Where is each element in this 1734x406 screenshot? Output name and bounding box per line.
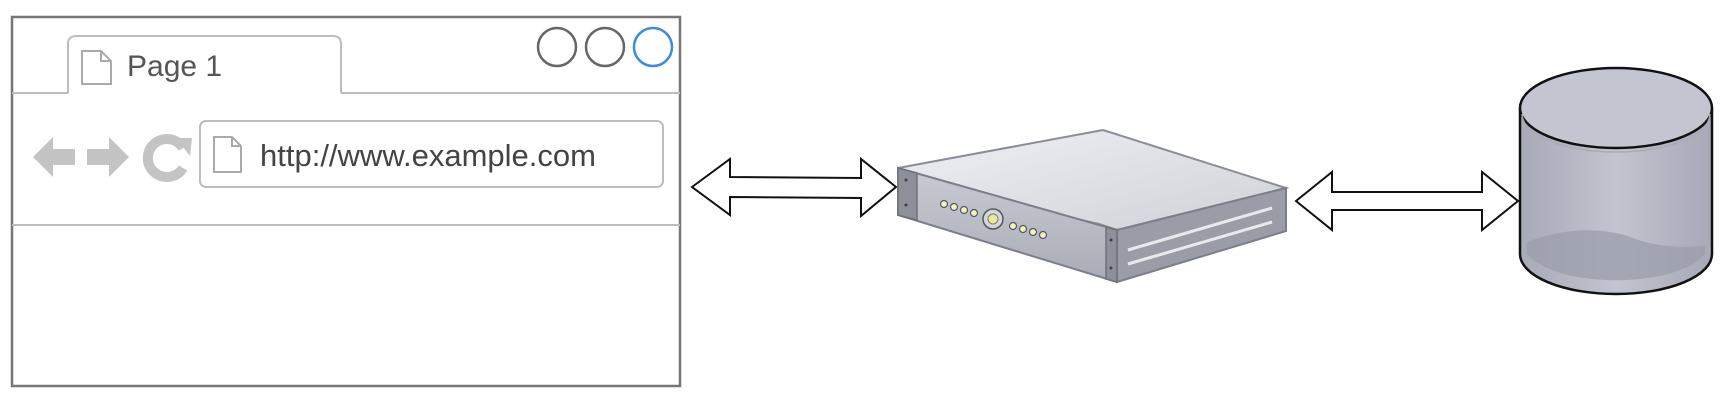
database-cylinder-icon <box>1518 66 1714 296</box>
page-icon <box>81 50 112 85</box>
browser-window: Page 1 http://www.example.com <box>10 15 682 388</box>
double-arrow-server-database <box>1294 169 1520 233</box>
minimize-circle-icon[interactable] <box>536 26 578 68</box>
rack-server-icon <box>897 128 1290 284</box>
maximize-circle-icon[interactable] <box>584 26 626 68</box>
forward-arrow-icon[interactable] <box>87 137 129 177</box>
double-arrow-browser-server <box>690 156 898 219</box>
url-text: http://www.example.com <box>260 138 596 173</box>
browser-tab[interactable]: Page 1 <box>67 35 342 93</box>
reload-icon[interactable] <box>142 134 192 182</box>
page-content-area <box>14 227 678 384</box>
close-circle-icon[interactable] <box>632 26 674 68</box>
url-page-icon <box>213 136 242 173</box>
address-bar[interactable]: http://www.example.com <box>199 120 664 188</box>
back-arrow-icon[interactable] <box>33 137 75 177</box>
tab-title: Page 1 <box>127 50 222 83</box>
